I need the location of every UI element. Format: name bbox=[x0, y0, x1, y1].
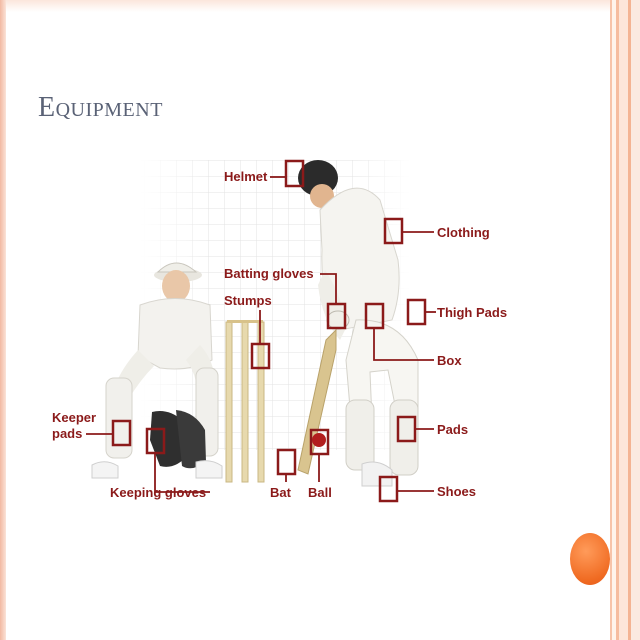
label-stumps: Stumps bbox=[224, 293, 272, 308]
shoes-marker bbox=[378, 475, 399, 503]
slide-right-border bbox=[610, 0, 640, 640]
stumps-figure bbox=[225, 320, 265, 483]
label-batting-gloves: Batting gloves bbox=[224, 266, 314, 281]
orange-circle-decoration bbox=[570, 533, 610, 585]
keeper-pads-marker bbox=[111, 419, 132, 447]
label-box: Box bbox=[437, 353, 462, 368]
batsman-figure bbox=[297, 160, 419, 487]
label-thigh-pads: Thigh Pads bbox=[437, 305, 507, 320]
label-ball: Ball bbox=[308, 485, 332, 500]
slide-top-border bbox=[0, 0, 640, 12]
label-pads: Pads bbox=[437, 422, 468, 437]
label-bat: Bat bbox=[270, 485, 292, 500]
leader-lines bbox=[86, 176, 436, 493]
label-shoes: Shoes bbox=[437, 484, 476, 499]
wicketkeeper-figure bbox=[91, 262, 223, 479]
bat-marker bbox=[276, 448, 297, 476]
label-keeping-gloves: Keeping gloves bbox=[110, 485, 206, 500]
labels: Helmet Clothing Batting gloves Stumps Th… bbox=[52, 169, 507, 500]
thigh-pads-marker bbox=[406, 298, 427, 326]
helmet-marker bbox=[284, 159, 305, 188]
slide-left-border bbox=[0, 0, 6, 640]
label-helmet: Helmet bbox=[224, 169, 268, 184]
clothing-marker bbox=[383, 217, 404, 245]
label-keeper-pads-line2: pads bbox=[52, 426, 82, 441]
slide-title: Equipment bbox=[38, 92, 163, 123]
label-keeper-pads-line1: Keeper bbox=[52, 410, 96, 425]
label-clothing: Clothing bbox=[437, 225, 490, 240]
